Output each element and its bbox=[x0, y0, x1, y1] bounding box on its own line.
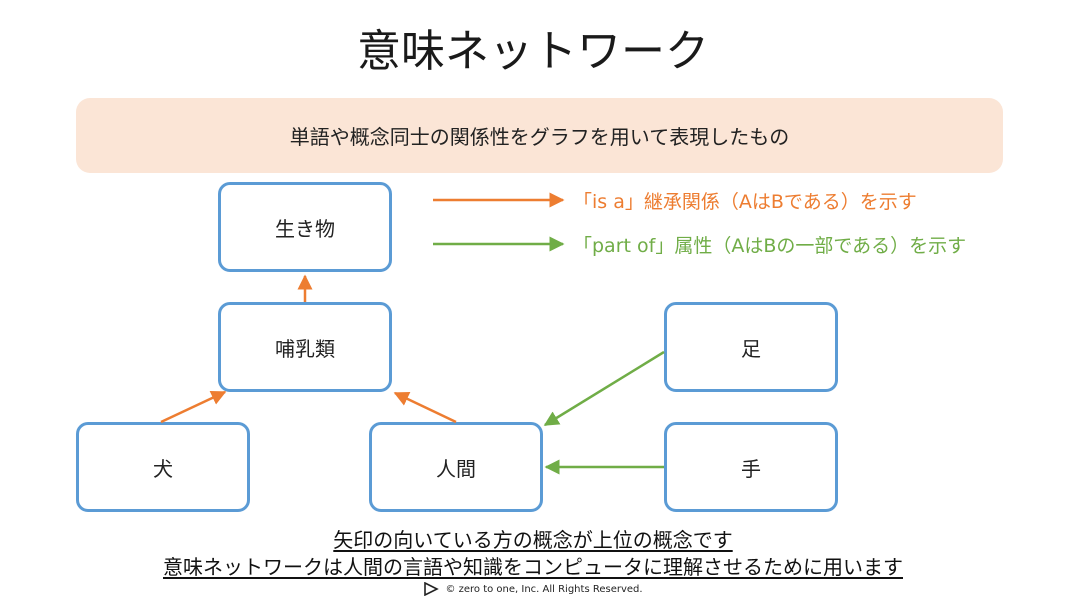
node-organism: 生き物 bbox=[218, 182, 392, 272]
node-human-label: 人間 bbox=[436, 456, 476, 481]
legend-is-a-label: 「is a」継承関係（AはBである）を示す bbox=[573, 191, 917, 213]
node-dog-label: 犬 bbox=[153, 456, 173, 481]
definition-text: 単語や概念同士の関係性をグラフを用いて表現したもの bbox=[289, 125, 790, 149]
arrow-foot-to-human bbox=[543, 350, 665, 427]
node-hand: 手 bbox=[664, 422, 838, 512]
node-hand-label: 手 bbox=[741, 456, 761, 481]
footer-line-1: 矢印の向いている方の概念が上位の概念です bbox=[0, 524, 1066, 553]
node-organism-label: 生き物 bbox=[275, 216, 335, 241]
legend-part-of-label: 「part of」属性（AはBの一部である）を示す bbox=[573, 235, 967, 257]
footer-line-2-text: 意味ネットワークは人間の言語や知識をコンピュータに理解させるために用います bbox=[163, 555, 903, 579]
footer-line-1-text: 矢印の向いている方の概念が上位の概念です bbox=[333, 528, 733, 552]
node-foot-label: 足 bbox=[741, 336, 761, 361]
definition-banner: 単語や概念同士の関係性をグラフを用いて表現したもの bbox=[76, 98, 1003, 173]
node-human: 人間 bbox=[369, 422, 543, 512]
page-title: 意味ネットワーク bbox=[357, 26, 709, 77]
arrow-human-to-mammal bbox=[393, 391, 457, 424]
copyright-text: © zero to one, Inc. All Rights Reserved. bbox=[445, 583, 643, 595]
node-dog: 犬 bbox=[76, 422, 250, 512]
node-mammal-label: 哺乳類 bbox=[275, 336, 335, 361]
node-mammal: 哺乳類 bbox=[218, 302, 392, 392]
footer-line-2: 意味ネットワークは人間の言語や知識をコンピュータに理解させるために用います bbox=[0, 551, 1066, 580]
play-logo-icon bbox=[424, 582, 440, 596]
node-foot: 足 bbox=[664, 302, 838, 392]
copyright: © zero to one, Inc. All Rights Reserved. bbox=[0, 582, 1066, 596]
arrow-dog-to-mammal bbox=[160, 390, 227, 424]
